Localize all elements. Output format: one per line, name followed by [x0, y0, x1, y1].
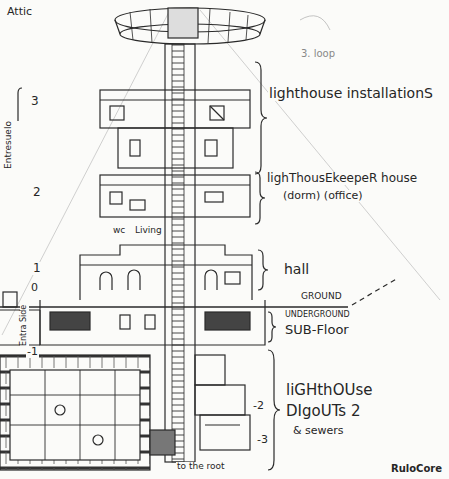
floor-number: -1 [26, 346, 39, 358]
watermark: RuloCore [390, 463, 443, 474]
section-label: DIgoUTs 2 [285, 403, 361, 420]
room-label: Attic [6, 6, 33, 18]
lighthouse-section [0, 8, 398, 470]
note: to the root [176, 462, 226, 472]
ground-label: UNDERGROUND [284, 311, 351, 320]
floor-number: -3 [256, 434, 269, 446]
floor-label: Entresuelo [4, 120, 14, 170]
side-label: Entra Side [20, 304, 29, 347]
room-label: Living [134, 226, 163, 236]
ground-label: GROUND [300, 292, 343, 302]
floor-number: -2 [252, 400, 265, 412]
floor-number: 2 [32, 186, 42, 199]
section-label: lighthouse installationS [268, 86, 434, 101]
room-label: wc [112, 226, 126, 236]
floor-number: 1 [32, 262, 42, 275]
section-label: liGHthOUse [285, 382, 373, 399]
floor-number: 0 [30, 282, 39, 294]
floor-number: 3 [30, 95, 40, 108]
guide-line [2, 10, 440, 335]
section-label: lighThousEkeepeR house [266, 172, 418, 185]
section-label: SUB-Floor [284, 323, 350, 337]
section-label: & sewers [292, 425, 345, 437]
section-label: (dorm) (office) [282, 190, 364, 202]
section-label: hall [283, 262, 310, 277]
note: 3. loop [300, 48, 336, 59]
